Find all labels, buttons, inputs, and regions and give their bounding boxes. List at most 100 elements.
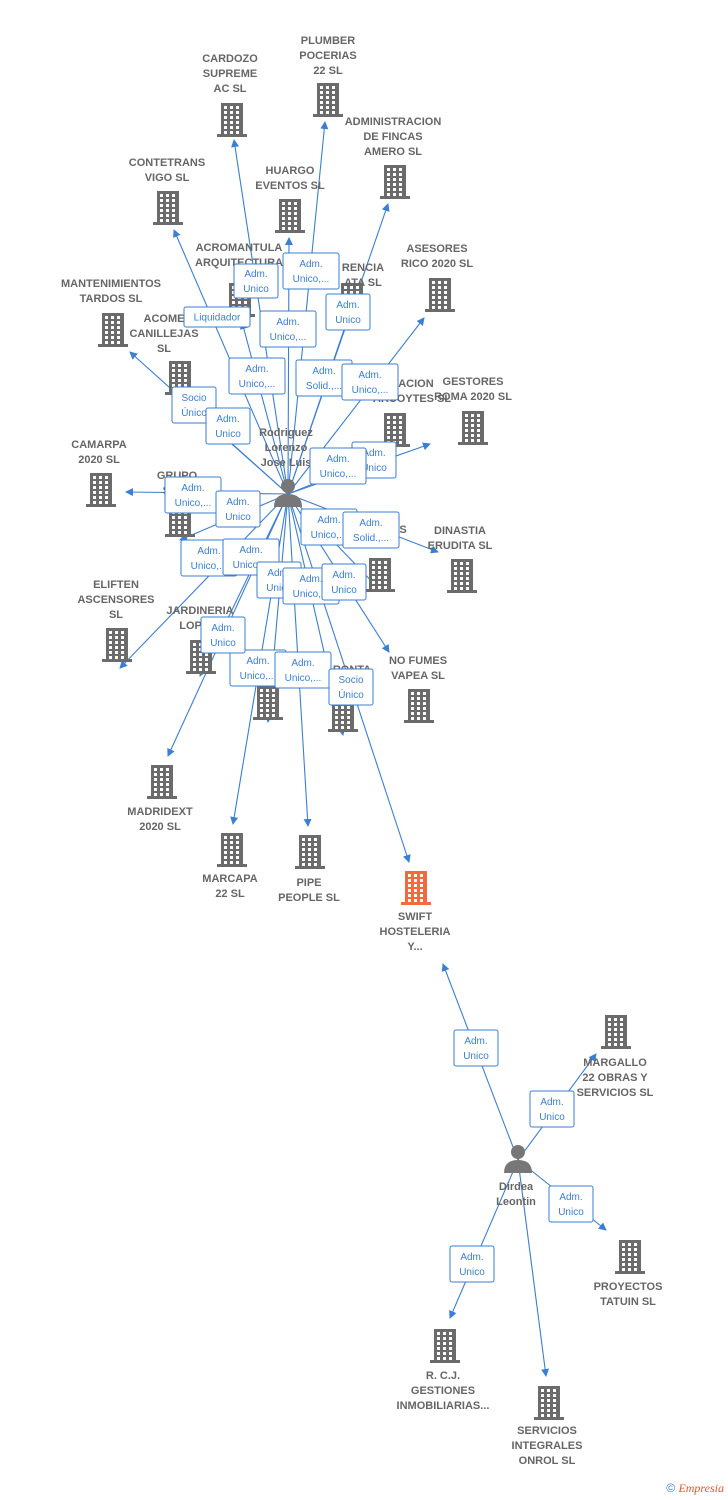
company-mantenimientos-icon[interactable]: [98, 313, 128, 347]
relation-r22-text: Adm.Unico,...: [240, 656, 277, 682]
company-plumber-icon[interactable]: [313, 83, 343, 117]
relation-r12-badge[interactable]: Adm. Unico,...: [309, 447, 367, 485]
relation-line: Adm.: [244, 269, 267, 280]
company-aronta-icon[interactable]: [328, 698, 358, 732]
relation-r3-badge[interactable]: Liquidador: [183, 306, 251, 328]
relation-r21-badge[interactable]: Adm.Unico: [321, 563, 367, 601]
company-admfincas-icon[interactable]: [380, 165, 410, 199]
relation-line: Unico,...: [191, 561, 228, 572]
relation-line: Unico: [210, 638, 236, 649]
madridext-label-line: MADRIDEXT: [127, 806, 193, 818]
proyectos-label-line: PROYECTOS: [594, 1281, 663, 1293]
admfincas-label-line: AMERO SL: [364, 146, 422, 158]
company-madridext-icon[interactable]: [147, 765, 177, 799]
marcapa-label-line: MARCAPA: [202, 873, 257, 885]
p2-label-line: Dirdea: [499, 1181, 534, 1193]
relation-line: Unico,...: [239, 379, 276, 390]
relation-r16-badge[interactable]: Adm. Solid.,...: [342, 511, 400, 549]
relation-line: Socio: [338, 675, 363, 686]
acome-label-line: ACOME: [144, 313, 185, 325]
company-marcapa-icon[interactable]: [217, 833, 247, 867]
relation-line: Unico,...: [293, 274, 330, 285]
elifen-label-line: SL: [109, 609, 123, 621]
relation-r14-badge[interactable]: Adm. Unico: [215, 490, 261, 528]
relation-r10-badge[interactable]: Adm.Unico: [205, 407, 251, 445]
relation-r28-badge[interactable]: Adm.Unico: [548, 1185, 594, 1223]
relation-line: Unico: [225, 512, 251, 523]
company-camarpa-icon[interactable]: [86, 473, 116, 507]
relation-r29-text: Adm.Unico: [459, 1252, 485, 1278]
servicios-label-line: INTEGRALES: [512, 1440, 583, 1452]
company-cenalta-icon[interactable]: [365, 558, 395, 592]
relation-r6-badge[interactable]: Adm.Unico,...: [228, 357, 286, 395]
person-p2-icon[interactable]: [504, 1145, 532, 1173]
relation-line: Adm.: [326, 454, 349, 465]
company-rcj-icon[interactable]: [430, 1329, 460, 1363]
relation-line: Adm.: [540, 1097, 563, 1108]
acome-label-line: SL: [157, 343, 171, 355]
company-dinastia-icon[interactable]: [447, 559, 477, 593]
person-p1-icon[interactable]: [274, 479, 302, 507]
company-elifen-icon[interactable]: [102, 628, 132, 662]
company-asesores-icon[interactable]: [425, 278, 455, 312]
relation-r1-badge[interactable]: Adm.Unico: [233, 263, 279, 299]
relation-line: Adm.: [332, 570, 355, 581]
relation-r2-badge[interactable]: Adm.Unico,...: [282, 252, 340, 290]
company-servicios-icon[interactable]: [534, 1386, 564, 1420]
swift-label-line: HOSTELERIA: [380, 926, 451, 938]
relation-line: Solid.,...: [306, 381, 342, 392]
edge-6: [287, 317, 350, 495]
relation-r29-badge[interactable]: Adm.Unico: [449, 1245, 495, 1283]
relation-r8-text: Adm.Unico,...: [352, 370, 389, 396]
company-huargo-icon[interactable]: [275, 199, 305, 233]
relation-line: Adm.: [226, 497, 249, 508]
gestores-label-line: ROMA 2020 SL: [434, 391, 512, 403]
company-proyectos-icon[interactable]: [615, 1240, 645, 1274]
relation-line: Adm.: [359, 518, 382, 529]
company-gestores-icon[interactable]: [458, 411, 488, 445]
company-contetrans-icon[interactable]: [153, 191, 183, 225]
administracion2-label-line: RACION: [390, 378, 433, 390]
company-margallo-icon[interactable]: [601, 1015, 631, 1049]
footer-brand: © Empresia: [666, 1481, 724, 1496]
margallo-label-line: 22 OBRAS Y: [582, 1072, 648, 1084]
relation-r5-badge[interactable]: Adm.Unico: [325, 293, 371, 331]
relation-r25-badge[interactable]: Adm.Unico: [200, 616, 246, 654]
relation-line: Adm.: [291, 658, 314, 669]
relation-r23-badge[interactable]: Adm.Unico,...: [274, 651, 332, 689]
plumber-label-line: PLUMBER: [301, 35, 355, 47]
p1-label-line: Rodriguez: [259, 427, 313, 439]
relation-r13-badge[interactable]: Adm.Unico,...: [164, 476, 222, 514]
acromantula-label-line: ACROMANTULA: [196, 242, 283, 254]
relation-r4-badge[interactable]: Adm.Unico,...: [259, 310, 317, 348]
swift-label-line: SWIFT: [398, 911, 432, 923]
relation-line: Unico: [463, 1051, 489, 1062]
relation-r18-text: Adm.Unico,...: [233, 545, 270, 571]
company-pipe-icon[interactable]: [295, 835, 325, 869]
cardozo-label-line: CARDOZO: [202, 53, 258, 65]
relation-r19-text: Adm.Unico: [266, 568, 292, 594]
relation-line: Solid.,...: [353, 533, 389, 544]
company-c_mid-icon[interactable]: [253, 686, 283, 720]
relation-line: Adm.: [239, 545, 262, 556]
relation-line: Unico,...: [320, 469, 357, 480]
company-nofumes-icon[interactable]: [404, 689, 434, 723]
relation-r17-text: Adm.Unico,...: [191, 546, 228, 572]
company-cardozo-icon[interactable]: [217, 103, 247, 137]
relation-r26-badge[interactable]: Adm.Unico: [453, 1029, 499, 1067]
relation-r27-badge[interactable]: Adm.Unico: [529, 1090, 575, 1128]
relation-r8-badge[interactable]: Adm.Unico,...: [341, 363, 399, 401]
elifen-label-line: ASCENSORES: [77, 594, 154, 606]
relation-line: Socio: [181, 393, 206, 404]
company-swift-icon[interactable]: [401, 871, 431, 905]
